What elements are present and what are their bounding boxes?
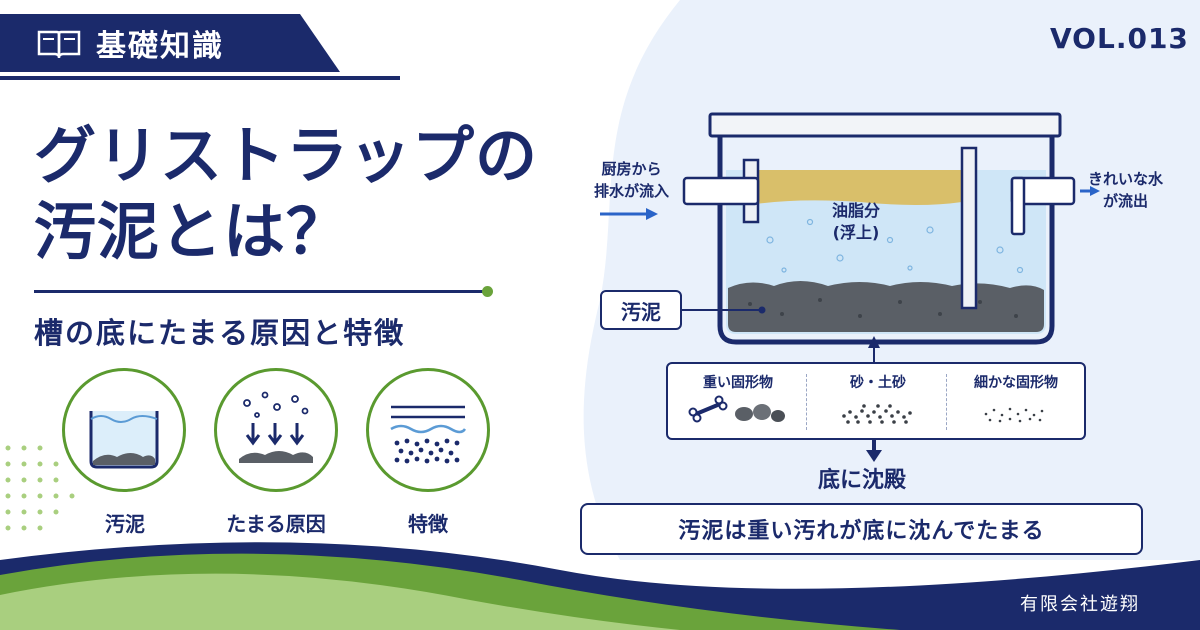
- feature-label-sludge: 汚泥: [105, 512, 145, 536]
- feature-label-cause: たまる原因: [226, 512, 326, 536]
- dot-pattern: [5, 445, 75, 531]
- header-rule: [0, 76, 400, 80]
- solid-fine: 細かな固形物: [950, 372, 1082, 432]
- category-tab: 基礎知識: [0, 14, 340, 72]
- title-rule: [34, 290, 486, 293]
- summary-box: 汚泥は重い汚れが底に沈んでたまる: [580, 503, 1143, 555]
- grease-trap-diagram: [600, 112, 1100, 462]
- feature-label-traits: 特徴: [408, 512, 448, 536]
- middle-baffle: [960, 146, 978, 310]
- solid-sand: 砂・土砂: [812, 372, 944, 432]
- sludge-layer: [728, 281, 1044, 332]
- title-line-2: 汚泥とは？: [34, 195, 350, 268]
- page-title: グリストラップの 汚泥とは？: [34, 118, 554, 270]
- solid-heavy: 重い固形物: [672, 372, 804, 432]
- tank-lid: [708, 112, 1062, 138]
- settle-label: 底に沈殿: [818, 468, 907, 493]
- fine-particles-icon: [984, 407, 1044, 423]
- sludge-label-box: 汚泥: [600, 290, 682, 330]
- title-dot: [482, 286, 493, 297]
- sludge-tank-icon: [62, 368, 186, 492]
- company-name: 有限会社遊翔: [1020, 594, 1140, 615]
- solids-divider: [946, 374, 947, 430]
- grease-layer: [756, 170, 962, 205]
- bone-and-stones-icon: [688, 395, 785, 423]
- solids-divider: [806, 374, 807, 430]
- falling-particles-icon: [214, 368, 338, 492]
- sand-icon: [842, 404, 912, 424]
- page-subtitle: 槽の底にたまる原因と特徴: [34, 316, 406, 350]
- title-line-1: グリストラップの: [34, 119, 539, 192]
- footer-wave: [0, 542, 1200, 630]
- category-label: 基礎知識: [96, 29, 224, 64]
- layers-icon: [366, 368, 490, 492]
- inflow-label: 厨房から 排水が流入: [594, 160, 670, 200]
- inlet-pipe: [682, 176, 760, 206]
- outflow-label: きれいな水 が流出: [1088, 170, 1164, 210]
- book-icon: [37, 30, 81, 58]
- solids-box: 重い固形物 砂・土砂 細かな固形物: [666, 362, 1086, 440]
- volume-number: VOL.013: [1050, 22, 1189, 55]
- grease-label: 油脂分 (浮上): [831, 201, 880, 242]
